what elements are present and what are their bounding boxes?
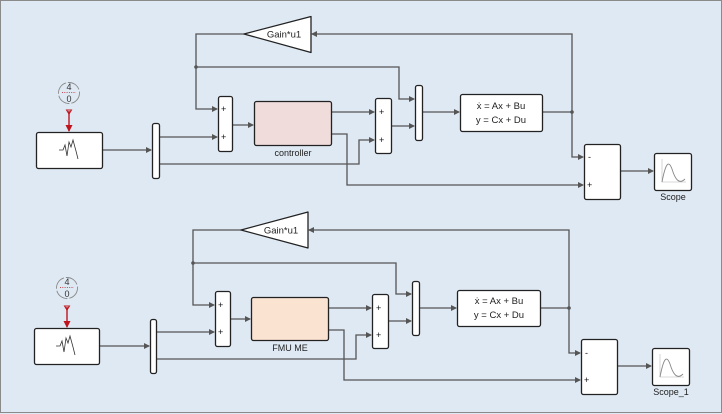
svg-text:+: +	[379, 107, 384, 117]
svg-text:+: +	[587, 180, 592, 190]
clock-block[interactable]: 4 0	[58, 82, 80, 104]
state-space-block[interactable]: ẋ = Ax + Bu y = Cx + Du	[456, 289, 542, 328]
subsystem-label: FMU ME	[272, 343, 308, 353]
demux-block[interactable]	[149, 318, 158, 375]
mux-block[interactable]	[411, 280, 421, 337]
wire-gain-to-sum1[interactable]	[192, 229, 241, 308]
wire-output-to-gain[interactable]	[308, 227, 570, 308]
svg-text:y = Cx + Du: y = Cx + Du	[476, 115, 526, 126]
wire-fmu-out2-to-sum3[interactable]	[328, 329, 581, 383]
branch-point	[567, 306, 571, 310]
wires-top	[102, 31, 654, 188]
sum-block-1[interactable]: + +	[214, 290, 232, 348]
svg-text:ẋ = Ax + Bu: ẋ = Ax + Bu	[477, 101, 526, 112]
svg-text:+: +	[218, 300, 223, 310]
svg-text:+: +	[376, 303, 381, 313]
scope-label: Scope_1	[653, 387, 689, 397]
branch-point	[194, 65, 198, 69]
wire-gain-to-sum1[interactable]	[195, 33, 244, 112]
random-signal-icon	[56, 334, 76, 356]
sum-block-2[interactable]: + +	[371, 293, 390, 350]
clock-block[interactable]: 4 0	[56, 277, 78, 299]
signal-generator-block[interactable]	[35, 131, 104, 170]
wire-feedback-branch-to-mux2[interactable]	[196, 66, 415, 102]
sum-block-1[interactable]: + +	[217, 95, 234, 153]
scope-icon	[661, 159, 686, 183]
svg-text:+: +	[376, 330, 381, 340]
fmu-me-subsystem[interactable]: FMU ME	[250, 296, 330, 354]
svg-text:+: +	[221, 104, 226, 114]
clock-icon	[58, 82, 80, 104]
clock-bottom-value: 0	[66, 94, 71, 104]
gain-label: Gain*u1	[267, 30, 301, 41]
scope-icon	[659, 354, 684, 378]
wire-feedback-branch-to-mux2[interactable]	[193, 262, 412, 297]
subsystem-label: controller	[274, 148, 311, 158]
svg-text:+: +	[218, 327, 223, 337]
diagram-top: 4 0 + + controller Gain*u1	[35, 15, 693, 203]
demux-block[interactable]	[151, 122, 161, 180]
controller-subsystem[interactable]: controller	[253, 100, 333, 159]
sum-block-2[interactable]: + +	[374, 97, 393, 155]
wire-output-to-sum3[interactable]	[568, 308, 581, 356]
clock-bottom-value: 0	[64, 289, 69, 299]
clock-icon	[56, 277, 78, 299]
gain-label: Gain*u1	[264, 226, 298, 237]
sum-block-3[interactable]: - +	[583, 143, 622, 201]
svg-text:y = Cx + Du: y = Cx + Du	[474, 310, 524, 321]
wire-controller-out2-to-sum3[interactable]	[331, 133, 584, 188]
scope-label: Scope	[660, 192, 686, 202]
wire-demux-to-sum2[interactable]	[156, 332, 372, 360]
scope-block[interactable]: Scope_1	[651, 347, 691, 398]
random-signal-icon	[59, 138, 79, 160]
svg-text:-: -	[585, 348, 588, 358]
branch-point	[191, 261, 195, 265]
branch-point	[570, 110, 574, 114]
state-space-block[interactable]: ẋ = Ax + Bu y = Cx + Du	[459, 93, 544, 133]
wires-bottom	[99, 227, 652, 383]
svg-text:+: +	[584, 375, 589, 385]
gain-block[interactable]: Gain*u1	[240, 211, 309, 249]
svg-text:ẋ = Ax + Bu: ẋ = Ax + Bu	[475, 296, 524, 307]
signal-generator-block[interactable]	[33, 327, 101, 366]
diagram-bottom: 4 0 + + FMU ME Gain*u1 + +	[33, 211, 691, 398]
wire-output-to-gain[interactable]	[311, 31, 573, 112]
wire-demux-to-sum2[interactable]	[159, 137, 375, 165]
clock-top-value: 4	[64, 277, 69, 287]
svg-text:+: +	[379, 135, 384, 145]
clock-top-value: 4	[66, 82, 71, 92]
svg-text:+: +	[221, 132, 226, 142]
mux-block[interactable]	[414, 84, 424, 142]
gain-block[interactable]: Gain*u1	[243, 15, 312, 54]
svg-text:-: -	[588, 152, 591, 162]
scope-block[interactable]: Scope	[653, 152, 693, 203]
wire-output-to-sum3[interactable]	[571, 112, 584, 160]
sum-block-3[interactable]: - +	[580, 338, 619, 396]
